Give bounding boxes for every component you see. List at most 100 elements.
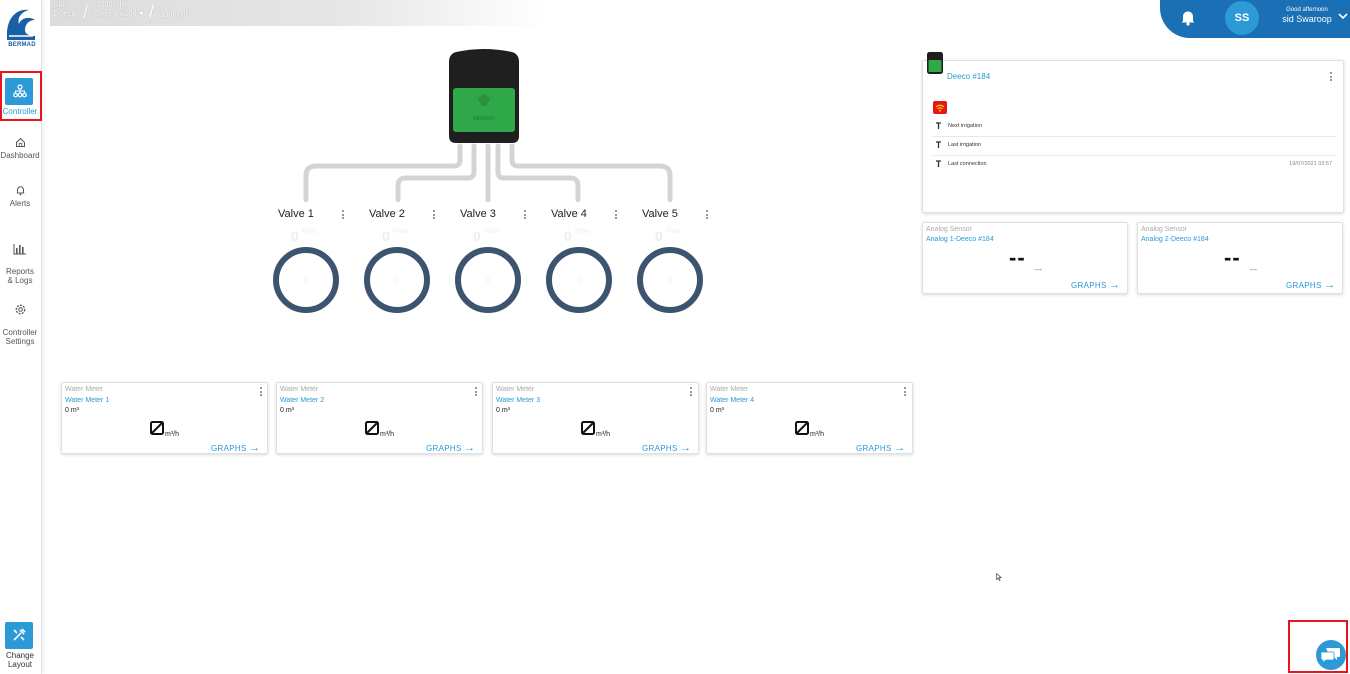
network-icon — [13, 84, 27, 98]
bar-chart-icon — [13, 244, 26, 255]
card-menu-icon[interactable] — [475, 387, 478, 398]
valve-label: Valve 3 — [460, 208, 496, 220]
controller-info-card[interactable]: Deeco #184 Next irrigation Last irrigati… — [922, 60, 1344, 213]
card-name[interactable]: Analog 1-Deeco #184 — [926, 236, 994, 243]
card-name[interactable]: Water Meter 3 — [496, 397, 541, 404]
logo-text: BERMAD — [8, 42, 36, 48]
controller-thumbnail — [927, 52, 943, 74]
card-total: 0 m³ — [280, 407, 294, 414]
analog-sensor-card-1[interactable]: Analog Sensor Analog 1-Deeco #184 -- ---… — [922, 222, 1128, 294]
breadcrumb-separator: / — [83, 2, 89, 22]
valve-ring[interactable] — [364, 247, 430, 313]
valve-label: Valve 2 — [369, 208, 405, 220]
card-type: Water Meter — [280, 386, 319, 393]
valve-pipes — [303, 143, 673, 202]
breadcrumb-current: Controller — [158, 10, 193, 19]
gear-icon — [15, 304, 25, 315]
card-type: Water Meter — [65, 386, 104, 393]
valve-ring[interactable] — [546, 247, 612, 313]
valve-ring-value: 0 — [667, 276, 673, 285]
sidebar-item-controller-settings[interactable]: Controller Settings — [0, 294, 40, 346]
graphs-link[interactable]: GRAPHS → — [426, 442, 476, 454]
wifi-icon — [935, 104, 945, 112]
tools-icon — [13, 628, 26, 641]
user-avatar[interactable]: SS — [1225, 1, 1259, 35]
card-type: Water Meter — [710, 386, 749, 393]
controller-name[interactable]: Deeco #184 — [947, 72, 991, 81]
valve-ring[interactable] — [637, 247, 703, 313]
valve-flow-label: Flow — [393, 228, 408, 235]
graphs-link[interactable]: GRAPHS → — [1071, 279, 1121, 291]
card-total: 0 m³ — [496, 407, 510, 414]
rate-unit: m³/h — [596, 431, 610, 438]
graphs-link[interactable]: GRAPHS → — [856, 442, 906, 454]
card-name[interactable]: Analog 2-Deeco #184 — [1141, 236, 1209, 243]
valve-ring[interactable] — [455, 247, 521, 313]
valve-ring-value: 0 — [394, 276, 400, 285]
sensor-value: -- — [1224, 245, 1241, 270]
valve-flow-value: 0 — [564, 228, 572, 244]
notifications-bell-icon[interactable] — [1180, 9, 1196, 26]
valve-menu-icon[interactable] — [433, 210, 436, 221]
null-value-icon — [795, 421, 809, 435]
wave-logo-icon — [7, 9, 35, 40]
user-greeting[interactable]: Good afternoon sid Swaroop — [1282, 7, 1332, 24]
breadcrumb-controller[interactable]: Controller Deeco #184 ▾ — [94, 0, 144, 18]
sidebar-item-label: Dashboard — [0, 151, 40, 160]
change-layout-label: Change Layout — [5, 651, 35, 669]
analog-sensor-card-2[interactable]: Analog Sensor Analog 2-Deeco #184 -- ---… — [1137, 222, 1343, 294]
mouse-cursor-icon — [996, 573, 1002, 581]
arrow-right-icon: → — [464, 442, 476, 454]
signal-status-icon — [933, 101, 947, 114]
chat-highlight-frame — [1288, 620, 1348, 673]
breadcrumb: Site Deeco / Controller Deeco #184 ▾ / C… — [50, 0, 550, 26]
sidebar-item-controller[interactable]: Controller — [0, 84, 40, 116]
card-name[interactable]: Water Meter 4 — [710, 397, 755, 404]
rate-unit: m³/h — [380, 431, 394, 438]
valve-menu-icon[interactable] — [615, 210, 618, 221]
bermad-logo[interactable]: BERMAD — [3, 4, 39, 50]
valve-ring-value: 0 — [485, 276, 491, 285]
last-irrigation-row: Last irrigation — [933, 137, 1336, 156]
valve-menu-icon[interactable] — [342, 210, 345, 221]
null-value-icon — [581, 421, 595, 435]
valve-flow-label: Flow — [484, 228, 499, 235]
card-menu-icon[interactable] — [1330, 72, 1333, 83]
breadcrumb-separator: / — [149, 2, 155, 22]
water-meter-card-4[interactable]: Water Meter Water Meter 4 0 m³ m³/h GRAP… — [706, 382, 913, 454]
arrow-right-icon: → — [894, 442, 906, 454]
sidebar-item-label: Controller — [2, 107, 38, 116]
card-menu-icon[interactable] — [690, 387, 693, 398]
chat-icon — [1320, 648, 1340, 664]
card-menu-icon[interactable] — [260, 387, 263, 398]
sidebar-item-label: Alerts — [9, 199, 31, 208]
pin-icon — [935, 141, 942, 151]
sidebar-item-alerts[interactable]: Alerts — [0, 185, 40, 208]
controller-highlight-frame — [0, 71, 42, 121]
sidebar-item-reports[interactable]: Reports & Logs — [0, 234, 40, 285]
sidebar: BERMAD Controller Dashboard — [0, 0, 42, 674]
graphs-link[interactable]: GRAPHS → — [1286, 279, 1336, 291]
graphs-link[interactable]: GRAPHS → — [211, 442, 261, 454]
water-meter-card-3[interactable]: Water Meter Water Meter 3 0 m³ m³/h GRAP… — [492, 382, 699, 454]
graphs-link[interactable]: GRAPHS → — [642, 442, 692, 454]
change-layout-button[interactable] — [5, 622, 33, 649]
rate-unit: m³/h — [165, 431, 179, 438]
card-total: 0 m³ — [710, 407, 724, 414]
water-meter-card-1[interactable]: Water Meter Water Meter 1 0 m³ m³/h GRAP… — [61, 382, 268, 454]
valve-menu-icon[interactable] — [706, 210, 709, 221]
valve-ring[interactable] — [273, 247, 339, 313]
breadcrumb-site[interactable]: Site Deeco — [53, 0, 77, 18]
water-meter-card-2[interactable]: Water Meter Water Meter 2 0 m³ m³/h GRAP… — [276, 382, 483, 454]
sidebar-item-label: Controller Settings — [2, 328, 38, 346]
chat-button[interactable] — [1316, 640, 1346, 670]
valve-menu-icon[interactable] — [524, 210, 527, 221]
sidebar-item-dashboard[interactable]: Dashboard — [0, 137, 40, 160]
card-menu-icon[interactable] — [904, 387, 907, 398]
valve-flow-label: Flow — [302, 228, 317, 235]
chevron-down-icon[interactable] — [1338, 12, 1348, 20]
chevron-down-icon[interactable]: ▾ — [137, 9, 144, 18]
card-name[interactable]: Water Meter 2 — [280, 397, 325, 404]
card-name[interactable]: Water Meter 1 — [65, 397, 110, 404]
valve-flow-label: Flow — [666, 228, 681, 235]
